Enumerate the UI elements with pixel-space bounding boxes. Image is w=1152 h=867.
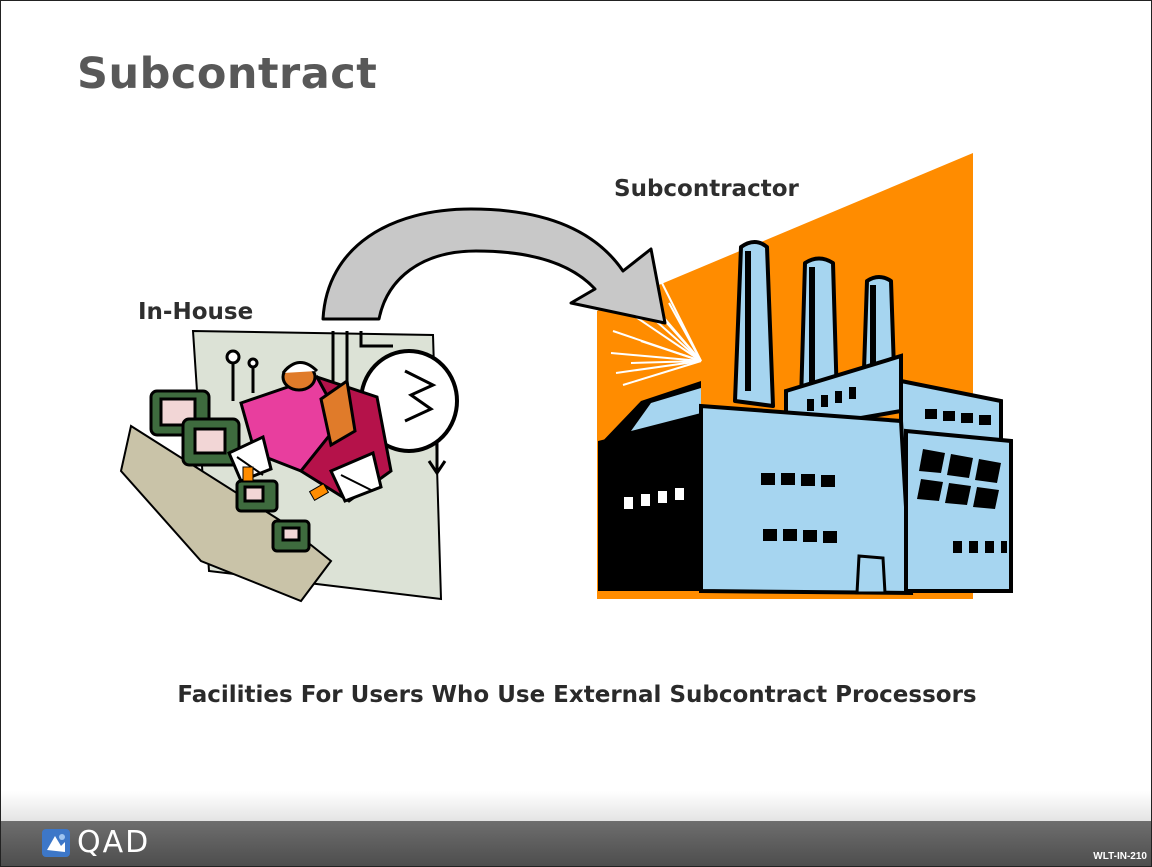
inhouse-label: In-House (138, 299, 254, 325)
logo-text: QAD (77, 825, 151, 860)
footer-bar: QAD WLT-IN-210 (1, 821, 1151, 866)
factory-illustration (597, 153, 1013, 599)
sunburst-rays (610, 280, 702, 386)
smokestack-1 (733, 240, 775, 408)
curved-arrow (321, 207, 667, 325)
subcontractor-label: Subcontractor (614, 176, 799, 202)
slide-code: WLT-IN-210 (1093, 851, 1147, 862)
qad-logo: QAD (41, 828, 150, 858)
footer-fade (1, 791, 1151, 821)
slide-title: Subcontract (77, 49, 378, 99)
qad-logo-icon (42, 829, 70, 857)
workshop-illustration (119, 329, 459, 603)
slide-caption: Facilities For Users Who Use External Su… (177, 682, 977, 708)
